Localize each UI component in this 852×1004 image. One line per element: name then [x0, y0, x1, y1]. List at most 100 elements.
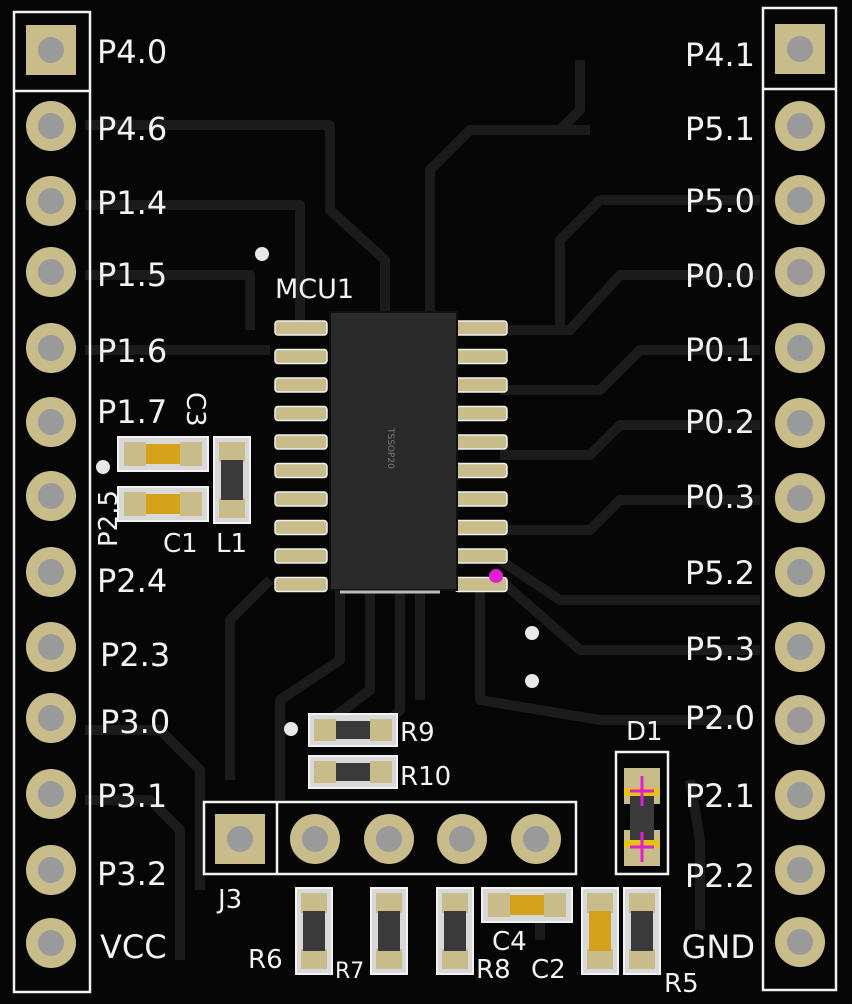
mcu-pad-right-1 [454, 320, 508, 336]
pin-label-p2-0: P2.0 [685, 699, 755, 737]
resistor-r5-pad-top [629, 893, 655, 913]
left-header-labels: P4.0 P4.6 P1.4 P1.5 P1.6 P1.7 P2.5 P2.4 … [94, 33, 170, 966]
inductor-l1-pad-bottom [219, 498, 245, 518]
pin-label-p5-2: P5.2 [685, 554, 755, 592]
resistor-r8-body [444, 911, 466, 951]
via [284, 722, 298, 736]
left-header-outline [12, 10, 92, 994]
resistor-r9-pad-left [314, 719, 336, 741]
connector-j3-pin1-hole [227, 826, 253, 852]
capacitor-c1-pad-left [124, 492, 146, 516]
left-header-pin-hole-vcc [38, 930, 64, 956]
mcu-designator: MCU1 [275, 274, 354, 305]
resistor-r6-label: R6 [248, 945, 283, 975]
right-header-pin-hole-p2-2 [787, 857, 813, 883]
resistor-r9: R9 [308, 713, 435, 748]
pin-label-p3-2: P3.2 [97, 855, 167, 893]
pin-label-p2-3: P2.3 [100, 636, 170, 674]
right-header-pin-hole-p5-2 [787, 559, 813, 585]
pin-label-p4-6: P4.6 [97, 110, 167, 148]
right-header-pin-hole-p5-1 [787, 113, 813, 139]
resistor-r7-pad-bottom [376, 949, 402, 969]
copper-traces [85, 60, 760, 960]
mcu-pad-left-5 [274, 434, 328, 450]
mcu-pad-left-6 [274, 462, 328, 479]
resistor-r8-pad-top [442, 893, 468, 913]
pin-label-vcc: VCC [100, 928, 167, 966]
pin-label-gnd: GND [682, 928, 755, 966]
right-header-pin-hole-p2-0 [787, 707, 813, 733]
mcu-pad-right-9 [454, 548, 508, 564]
via [525, 674, 539, 688]
mcu-pad-right-3 [454, 377, 508, 393]
capacitor-c3-pad-right [180, 442, 202, 466]
capacitor-c3: C3 [117, 392, 210, 472]
right-header-pin-hole-p4-1 [787, 36, 813, 62]
left-header-pin-hole-p1-7 [38, 409, 64, 435]
resistor-r6-pad-top [301, 893, 327, 913]
inductor-l1-body [221, 460, 243, 500]
resistor-r10: R10 [308, 755, 451, 792]
pin-label-p3-1: P3.1 [97, 777, 167, 815]
diode-d1: D1 [614, 717, 670, 876]
diode-d1-label: D1 [626, 717, 663, 747]
pin-label-p5-0: P5.0 [685, 182, 755, 220]
left-header-pin-hole-p3-1 [38, 781, 64, 807]
via [525, 626, 539, 640]
pin-label-p2-2: P2.2 [685, 857, 755, 895]
mcu-pin1-marker [489, 569, 503, 583]
resistor-r5-pad-bottom [629, 949, 655, 969]
vias [96, 247, 539, 736]
capacitor-c1: C1 [117, 486, 209, 559]
diode-d1-plus-top [630, 776, 654, 806]
connector-j3-pin-hole-4 [449, 826, 475, 852]
resistor-r6-body [303, 911, 325, 951]
resistor-r9-label: R9 [400, 718, 435, 748]
capacitor-c2-pad-bottom [587, 949, 613, 969]
resistor-r10-pad-right [370, 761, 392, 783]
inductor-l1-pad-top [219, 442, 245, 462]
capacitor-c4-pad-right [544, 893, 566, 917]
pin-label-p4-0: P4.0 [97, 33, 167, 71]
diode-d1-outline [614, 750, 670, 876]
resistor-r10-body [336, 763, 370, 781]
mcu-pad-left-3 [274, 377, 328, 393]
capacitor-c4-body [510, 895, 544, 915]
resistor-r7-body [378, 911, 400, 951]
resistor-r6: R6 [248, 887, 333, 975]
via [96, 460, 110, 474]
resistor-r7: R7 [335, 887, 408, 984]
right-header-pin-hole-gnd [787, 929, 813, 955]
mcu-pad-right-2 [454, 348, 508, 365]
mcu-pad-right-4 [454, 405, 508, 422]
mcu-pad-left-1 [274, 320, 328, 336]
pin-label-p2-1: P2.1 [685, 777, 755, 815]
inductor-l1-label: L1 [216, 529, 247, 559]
right-header-pin-hole-p0-3 [787, 485, 813, 511]
left-header-pin-hole-p4-6 [38, 113, 64, 139]
right-header-pin-hole-p0-2 [787, 410, 813, 436]
pin-label-p0-0: P0.0 [685, 257, 755, 295]
resistor-r5-body [631, 911, 653, 951]
capacitor-c2-label: C2 [531, 955, 566, 985]
connector-j3-label: J3 [216, 885, 242, 915]
capacitor-c4-label: C4 [492, 927, 527, 957]
right-header-pin-hole-p5-0 [787, 187, 813, 213]
left-header-pin-hole-p3-0 [38, 705, 64, 731]
capacitor-c3-label: C3 [180, 392, 210, 427]
capacitor-c1-pad-right [180, 492, 202, 516]
mcu-component: MCU1 TSSOP20 [274, 274, 508, 594]
left-header-pin-hole-p1-4 [38, 188, 64, 214]
capacitor-c2-pad-top [587, 893, 613, 913]
pin-label-p1-4: P1.4 [97, 184, 167, 222]
mcu-pad-left-2 [274, 348, 328, 365]
resistor-r5: R5 [623, 887, 699, 999]
connector-j3-pin-hole-2 [302, 826, 328, 852]
mcu-chip-marking: TSSOP20 [385, 427, 395, 469]
left-header-pin-hole-p2-4 [38, 559, 64, 585]
left-header-pin-hole-p1-6 [38, 335, 64, 361]
mcu-pad-left-8 [274, 519, 328, 536]
pin-label-p3-0: P3.0 [100, 703, 170, 741]
pin-label-p5-1: P5.1 [685, 110, 755, 148]
capacitor-c3-body [146, 444, 180, 464]
